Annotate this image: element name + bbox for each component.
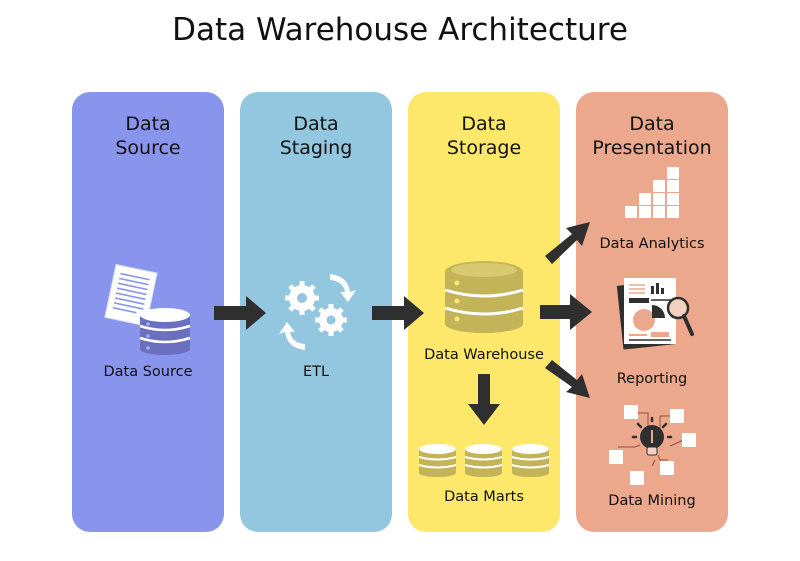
database-icon xyxy=(511,444,550,477)
node-label-data-warehouse: Data Warehouse xyxy=(424,347,544,363)
diagram-title: Data Warehouse Architecture xyxy=(172,12,628,48)
cycle-arrow-icon xyxy=(279,322,305,350)
panel-title-line2: Staging xyxy=(279,137,353,159)
document-database-icon xyxy=(104,263,191,355)
node-label-reporting: Reporting xyxy=(616,371,688,387)
panel-title-line1: Data xyxy=(125,113,171,135)
data-marts-icons xyxy=(418,444,550,477)
arrow-warehouse-to-marts xyxy=(468,374,500,425)
node-label-etl: ETL xyxy=(302,364,330,380)
panel-title-line1: Data xyxy=(461,113,507,135)
panel-title-line2: Source xyxy=(115,137,181,159)
arrow-source-to-etl xyxy=(214,296,266,330)
database-icon xyxy=(418,444,457,477)
panel-title: Data Source xyxy=(72,112,224,160)
panel-title: Data Staging xyxy=(240,112,392,160)
panel-title-line2: Storage xyxy=(446,137,522,159)
gear-icon xyxy=(315,304,347,336)
node-label-data-mining: Data Mining xyxy=(608,493,696,509)
arrow-etl-to-warehouse xyxy=(372,296,424,330)
gears-cycle-icon xyxy=(279,274,356,350)
arrow-warehouse-to-analytics xyxy=(545,222,590,264)
database-icon xyxy=(444,261,524,333)
cycle-arrow-icon xyxy=(330,274,356,302)
report-magnifier-icon xyxy=(616,278,694,350)
panel-title-line1: Data xyxy=(293,113,339,135)
database-icon xyxy=(139,308,191,355)
database-icon xyxy=(464,444,503,477)
node-label-data-marts: Data Marts xyxy=(444,489,524,505)
panel-title-line1: Data xyxy=(629,113,675,135)
gear-icon xyxy=(285,281,319,315)
document-icon xyxy=(104,263,158,327)
panel-title-line2: Presentation xyxy=(592,137,712,159)
node-label-data-analytics: Data Analytics xyxy=(599,236,705,252)
arrow-warehouse-to-mining xyxy=(545,360,590,398)
arrow-warehouse-to-reporting xyxy=(540,294,592,330)
arrows xyxy=(214,222,592,425)
lightbulb-network-icon xyxy=(609,405,696,485)
lightbulb-icon xyxy=(631,416,673,456)
node-label-data-source: Data Source xyxy=(103,364,193,380)
panel-title: Data Presentation xyxy=(576,112,728,160)
bar-chart-icon xyxy=(625,167,679,218)
panel-data-staging: Data Staging xyxy=(240,92,392,532)
panel-title: Data Storage xyxy=(408,112,560,160)
